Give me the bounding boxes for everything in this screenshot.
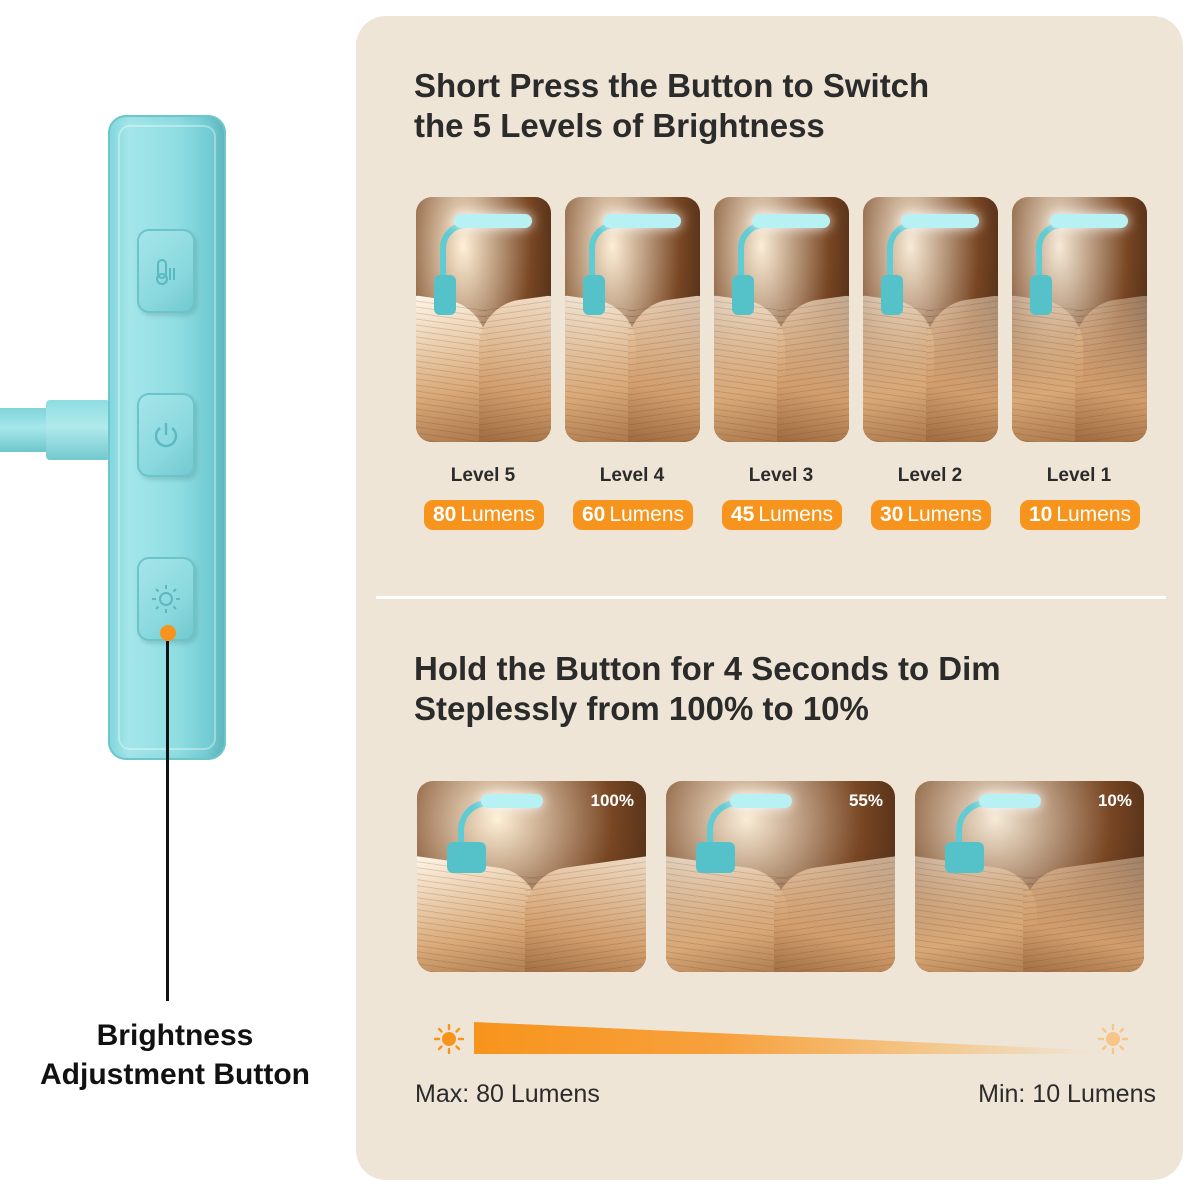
lumens-value: 80 [432,503,457,526]
dim-percent-label: 100% [590,791,634,810]
dim-percent-label: 55% [848,791,883,810]
callout-dot [160,625,176,641]
dim-sample-photo: 100% [417,781,646,972]
lumens-unit: Lumens [1056,503,1132,526]
power-icon [154,423,178,448]
lumens-unit: Lumens [907,503,983,526]
level-1-photo [1012,197,1147,442]
callout-line [166,641,169,1001]
lumens-unit: Lumens [609,503,685,526]
power-button[interactable] [137,393,195,477]
level-label: Level 3 [748,465,814,486]
section-divider [376,596,1166,599]
min-lumens-label: Min: 10 Lumens [978,1080,1156,1108]
level-label: Level 5 [450,465,516,486]
level-5-photo [416,197,551,442]
stepless-dimming-title: Hold the Button for 4 Seconds to Dim Ste… [414,650,1001,727]
level-label: Level 2 [897,465,963,486]
dim-percent-label: 10% [1097,791,1132,810]
color-temperature-icon [156,259,175,285]
brightness-levels-title: Short Press the Button to Switch the 5 L… [414,67,930,144]
bright-sun-icon [434,1024,464,1054]
lumens-value: 10 [1028,503,1053,526]
lumens-value: 60 [581,503,606,526]
level-label: Level 4 [599,465,665,486]
callout-label: Brightness Adjustment Button [40,1019,310,1091]
dim-sample-photo: 10% [915,781,1144,972]
dim-sample-photo: 55% [666,781,895,972]
device-cable-collar [46,400,110,460]
lumens-unit: Lumens [758,503,834,526]
color-temperature-button[interactable] [137,229,195,313]
brightness-sun-icon [152,585,180,613]
level-2-photo [863,197,998,442]
level-4-photo [565,197,700,442]
dim-sun-icon [1098,1024,1128,1054]
level-3-photo [714,197,849,442]
lumens-value: 45 [730,503,755,526]
lumens-value: 30 [879,503,904,526]
lumens-unit: Lumens [460,503,536,526]
max-lumens-label: Max: 80 Lumens [415,1080,600,1108]
level-label: Level 1 [1046,465,1112,486]
